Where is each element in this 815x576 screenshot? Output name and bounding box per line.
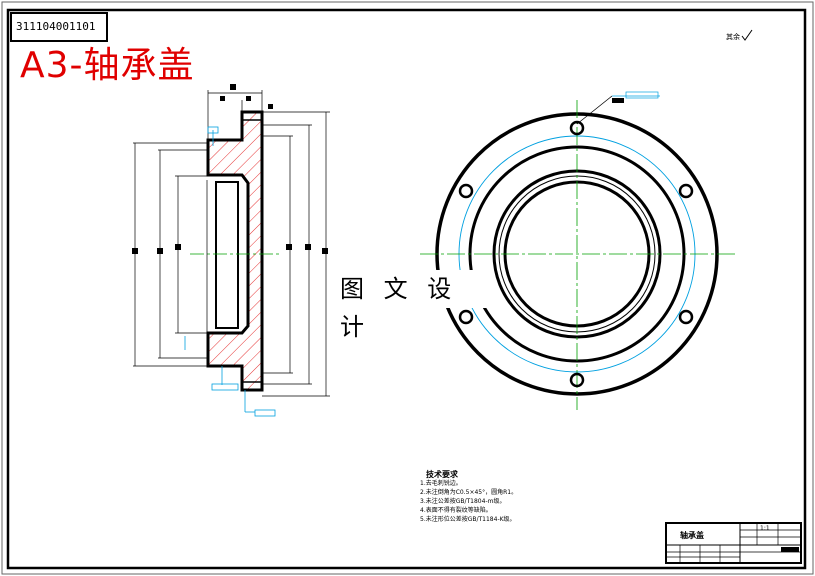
technical-notes: 技术要求 1.去毛刺锐边。 2.未注倒角为C0.5×45°，圆角R1。 3.未注… bbox=[420, 470, 517, 524]
bolt-holes bbox=[458, 120, 694, 388]
left-dimensions bbox=[133, 142, 216, 367]
watermark: 图 文 设 计 bbox=[330, 270, 490, 341]
drawing-code-box: 311104001101 bbox=[10, 12, 108, 42]
notes-item: 3.未注公差按GB/T1804-m级。 bbox=[420, 498, 506, 505]
roughness-note: 其余 bbox=[726, 33, 740, 41]
sheet-inner-frame bbox=[6, 8, 807, 570]
title-block-scale: 1:1 bbox=[760, 525, 770, 532]
bolt-hole bbox=[569, 120, 585, 136]
notes-title: 技术要求 bbox=[426, 470, 458, 479]
bolt-hole bbox=[458, 309, 474, 325]
bolt-hole bbox=[678, 183, 694, 199]
title-block-part-name: 轴承盖 bbox=[680, 531, 704, 540]
hole-callout bbox=[576, 91, 660, 125]
notes-item: 4.表面不得有裂纹等缺陷。 bbox=[420, 507, 492, 514]
notes-item: 1.去毛刺锐边。 bbox=[420, 480, 462, 487]
section-bore-line bbox=[215, 181, 239, 329]
front-view bbox=[420, 91, 735, 410]
bolt-hole bbox=[678, 309, 694, 325]
notes-item: 5.未注形位公差按GB/T1184-K级。 bbox=[420, 516, 516, 523]
section-view bbox=[132, 84, 330, 417]
notes-item: 2.未注倒角为C0.5×45°，圆角R1。 bbox=[420, 489, 518, 496]
bolt-hole bbox=[569, 372, 585, 388]
section-annotations bbox=[184, 126, 276, 417]
title-block bbox=[665, 522, 802, 564]
drawing-title: A3-轴承盖 bbox=[20, 45, 195, 86]
bolt-hole bbox=[458, 183, 474, 199]
roughness-check-icon bbox=[741, 29, 753, 41]
